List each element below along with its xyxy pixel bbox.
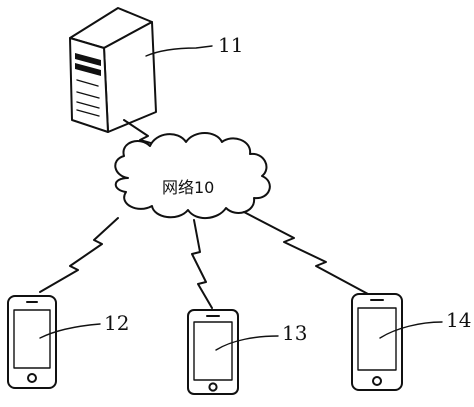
terminal-phone-icon [7, 295, 57, 389]
terminal-phone-icon [187, 309, 239, 395]
network-label: 网络10 [162, 178, 214, 197]
server-leader-line [145, 45, 213, 57]
terminal-middle-ref-label: 13 [282, 321, 307, 345]
server-icon [69, 7, 157, 133]
terminal-right-leader-line [379, 321, 443, 339]
server-front-panel [75, 53, 101, 117]
cloud-link-right [243, 211, 369, 295]
cloud-icon [114, 132, 271, 219]
terminal-phone-icon [351, 293, 403, 391]
cloud-link-middle [191, 219, 213, 309]
cloud-link-left [39, 217, 119, 293]
terminal-left-ref-label: 12 [104, 311, 129, 335]
terminal-right-ref-label: 14 [446, 308, 471, 332]
terminal-left-leader-line [39, 323, 101, 339]
server-ref-label: 11 [218, 33, 243, 57]
terminal-middle-leader-line [215, 335, 279, 351]
